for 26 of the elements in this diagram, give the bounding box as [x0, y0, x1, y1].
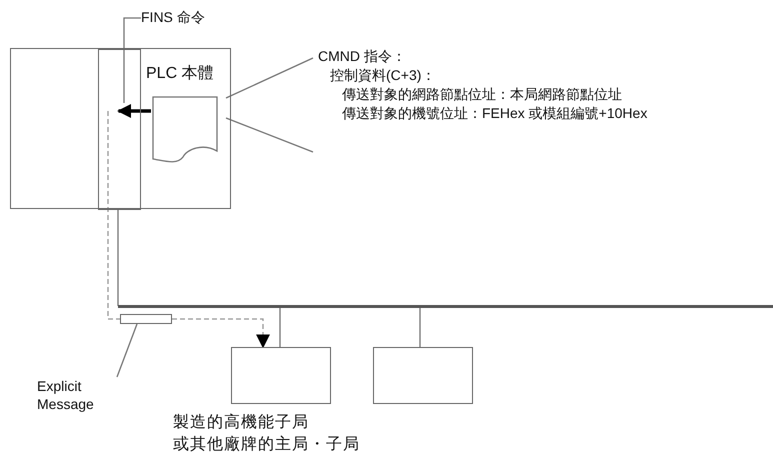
message-path-line — [107, 111, 120, 320]
connection-line — [279, 308, 281, 347]
caption-text: 製造的高機能子局 — [173, 413, 309, 433]
callout-text: Explicit Message — [37, 377, 95, 413]
leader-line — [123, 17, 141, 103]
callout-text: 控制資料(C+3)： — [330, 67, 436, 84]
callout-text: 傳送對象的機號位址：FEHex 或模組編號+10Hex — [342, 105, 648, 122]
callout-text: CMND 指令： — [318, 48, 406, 65]
network-bus-line — [118, 305, 773, 308]
callout-line — [226, 117, 314, 153]
callout-line — [226, 57, 314, 99]
unit-box — [10, 48, 231, 209]
callout-text: FINS 命令 — [141, 9, 205, 26]
caption-text: 或其他廠牌的主局・子局 — [173, 435, 360, 455]
unit-box — [98, 49, 141, 210]
document-icon — [152, 96, 218, 164]
connection-line — [117, 209, 119, 306]
connection-line — [419, 308, 421, 347]
unit-box — [231, 347, 331, 404]
arrow — [117, 104, 151, 118]
leader-line — [116, 324, 138, 378]
unit-box — [120, 314, 172, 324]
callout-text: 傳送對象的網路節點位址：本局網路節點位址 — [342, 86, 622, 103]
unit-box — [373, 347, 473, 404]
unit-label: PLC 本體 — [146, 65, 214, 82]
message-path-arrow — [172, 318, 270, 348]
